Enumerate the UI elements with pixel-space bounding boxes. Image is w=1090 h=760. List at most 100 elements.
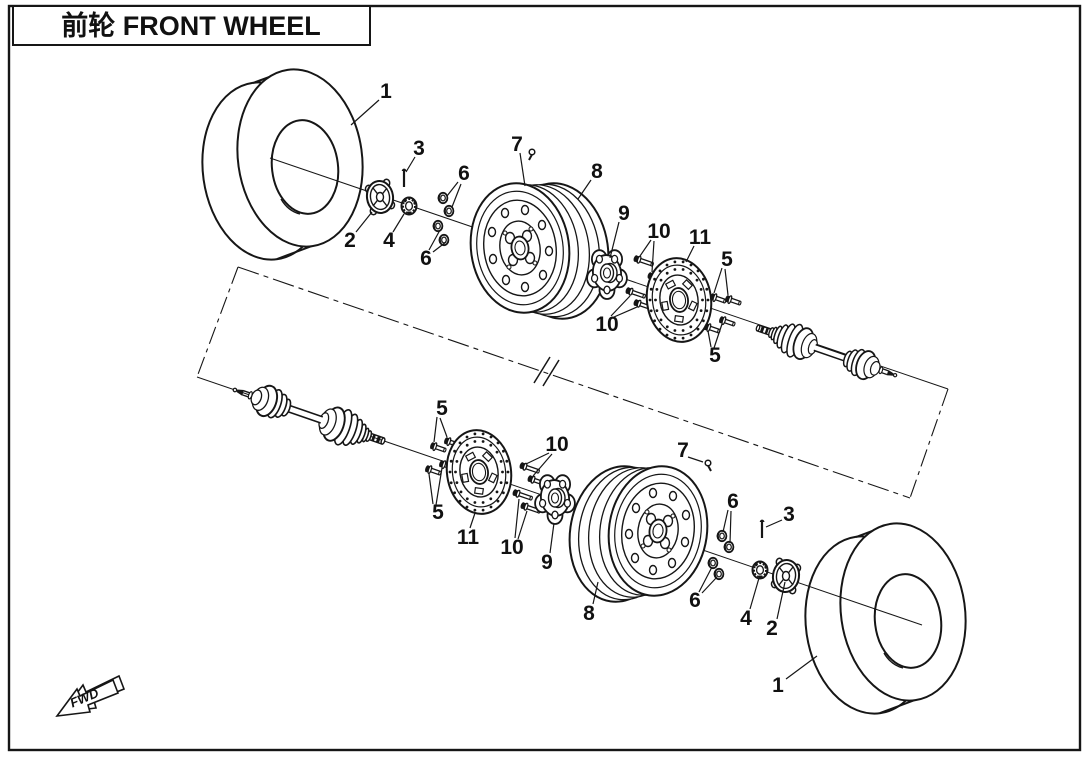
callout-label-7: 7 — [677, 439, 689, 462]
callout-leader-7 — [519, 152, 526, 187]
callout-leader-2 — [776, 581, 786, 620]
callout-leader-10 — [639, 239, 652, 257]
stud-top-1 — [632, 253, 655, 269]
callout-leader-5 — [707, 330, 712, 348]
callout-leader-5 — [435, 467, 443, 506]
callout-leader-10 — [525, 452, 550, 465]
callout-label-6: 6 — [689, 589, 701, 612]
callout-label-4: 4 — [740, 607, 752, 630]
callout-label-6: 6 — [727, 490, 739, 513]
callout-leader-10 — [514, 498, 520, 539]
callout-label-5: 5 — [436, 397, 448, 420]
callout-leader-7 — [687, 456, 704, 463]
brake-disc-bottom — [440, 424, 518, 520]
bottom-wheel-assembly — [196, 371, 978, 723]
callout-leader-5 — [713, 323, 723, 349]
title-box — [12, 5, 371, 46]
fwd-arrow: FWD — [55, 674, 126, 718]
callout-leader-5 — [428, 473, 434, 505]
nut-bottom-3 — [707, 556, 719, 570]
nut-top-1 — [437, 191, 449, 205]
callout-label-11: 11 — [457, 526, 480, 549]
callout-label-4: 4 — [383, 229, 395, 252]
callout-leader-5 — [713, 267, 723, 294]
callout-leader-10 — [532, 453, 553, 477]
callout-leader-8 — [577, 179, 592, 200]
callout-label-10: 10 — [647, 220, 670, 243]
callout-leader-11 — [469, 512, 476, 529]
valve-top — [528, 148, 536, 161]
top-wheel-assembly — [190, 60, 949, 393]
callout-label-6: 6 — [420, 247, 432, 270]
callout-leader-9 — [609, 221, 620, 259]
callout-leader-2 — [355, 211, 373, 233]
callout-leader-3 — [405, 156, 416, 173]
nut-top-2 — [443, 204, 455, 218]
callout-label-5: 5 — [709, 344, 721, 367]
bolt-top-2 — [723, 293, 743, 308]
callout-leader-6 — [729, 510, 732, 544]
page-title: 前轮 FRONT WHEEL — [61, 10, 320, 41]
callout-leader-10 — [517, 510, 528, 540]
callout-leader-6 — [451, 183, 462, 208]
callout-leader-10 — [610, 295, 631, 317]
callout-label-10: 10 — [500, 536, 523, 559]
nut-top-3 — [432, 219, 444, 233]
callout-leader-6 — [428, 229, 441, 251]
callout-label-6: 6 — [458, 162, 470, 185]
callout-label-11: 11 — [689, 226, 712, 249]
castle-nut-bottom — [751, 560, 769, 580]
callout-label-10: 10 — [545, 433, 568, 456]
callout-label-7: 7 — [511, 133, 523, 156]
callout-leader-4 — [392, 213, 405, 233]
valve-bottom — [704, 459, 712, 472]
callout-label-5: 5 — [432, 501, 444, 524]
hub-cap-top — [363, 178, 397, 216]
cotter-pin-bottom — [759, 519, 765, 540]
callout-label-9: 9 — [618, 202, 630, 225]
cotter-pin-top — [401, 168, 407, 189]
callout-leader-10 — [651, 240, 655, 273]
callout-label-3: 3 — [413, 137, 425, 160]
castle-nut-top — [400, 196, 418, 216]
drive-shaft-top — [750, 310, 904, 393]
callout-leader-10 — [613, 306, 638, 318]
section-break-marks — [533, 356, 560, 387]
callout-leader-5 — [724, 268, 729, 296]
callout-leader-1 — [350, 99, 380, 126]
callout-leader-3 — [765, 519, 783, 528]
nut-bottom-1 — [716, 529, 728, 543]
callout-leader-9 — [549, 522, 555, 554]
callout-leader-6 — [698, 566, 713, 593]
callout-leader-4 — [749, 577, 760, 610]
callout-leader-5 — [433, 416, 438, 443]
callout-leader-1 — [785, 655, 818, 680]
stud-bottom-1 — [518, 460, 541, 476]
rim-top — [461, 175, 618, 327]
hub-bottom — [534, 474, 576, 525]
callout-label-1: 1 — [772, 674, 784, 697]
callout-leader-6 — [701, 576, 718, 594]
callout-label-2: 2 — [344, 229, 356, 252]
callout-label-10: 10 — [595, 313, 618, 336]
callout-leader-6 — [432, 241, 447, 253]
callout-leader-11 — [685, 245, 695, 263]
callout-label-8: 8 — [591, 160, 603, 183]
callout-leader-6 — [722, 509, 729, 533]
callout-label-9: 9 — [541, 551, 553, 574]
hub-cap-bottom — [769, 557, 803, 595]
rim-bottom — [560, 458, 717, 610]
drive-shaft-bottom — [226, 371, 392, 460]
callout-label-8: 8 — [583, 602, 595, 625]
callout-leader-8 — [592, 581, 599, 605]
callout-label-3: 3 — [783, 503, 795, 526]
callout-leader-5 — [439, 417, 448, 438]
section-lines — [196, 266, 949, 499]
callout-label-1: 1 — [380, 80, 392, 103]
callout-label-5: 5 — [721, 248, 733, 271]
tire-bottom — [793, 514, 978, 723]
callout-leader-6 — [446, 181, 459, 197]
page-border — [7, 4, 1082, 752]
